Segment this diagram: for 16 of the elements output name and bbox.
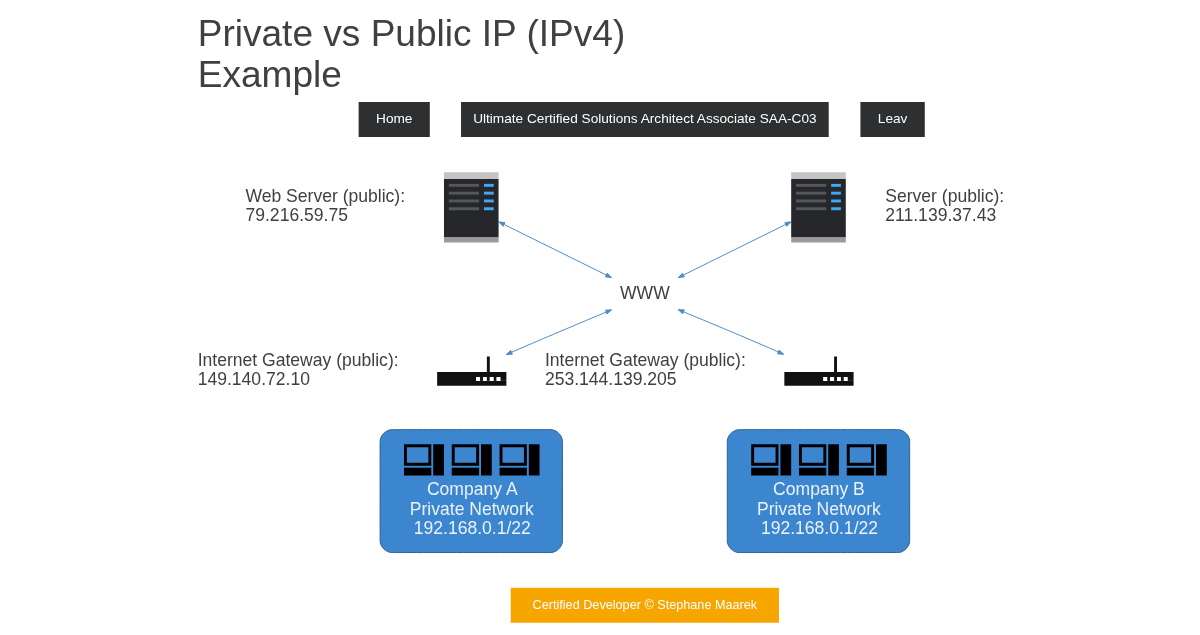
arrow — [497, 221, 612, 279]
node-label: Internet Gateway (public): 149.140.72.10 — [197, 349, 399, 390]
node-label: Server (public): 211.139.37.43 — [884, 185, 1004, 226]
node-label: Web Server (public): 79.216.59.75 — [244, 185, 405, 226]
node-label: Internet Gateway (public): 253.144.139.205 — [544, 349, 746, 390]
node-box: Company B Private Network 192.168.0.1/22 — [726, 429, 910, 554]
node-text: WWW — [619, 283, 670, 304]
label: Leav — [877, 111, 907, 127]
arrow — [677, 309, 784, 355]
diagram-title: Private vs Public IP (IPv4) Example — [197, 11, 625, 95]
arrow — [677, 221, 791, 279]
label: Home — [375, 111, 412, 127]
node-box: Company A Private Network 192.168.0.1/22 — [379, 429, 563, 554]
arrow — [505, 309, 612, 356]
label: Ultimate Certified Solutions Architect Associate SAA-C03 — [472, 111, 817, 127]
label: Certified Developer © Stephane Maarek — [532, 597, 757, 612]
